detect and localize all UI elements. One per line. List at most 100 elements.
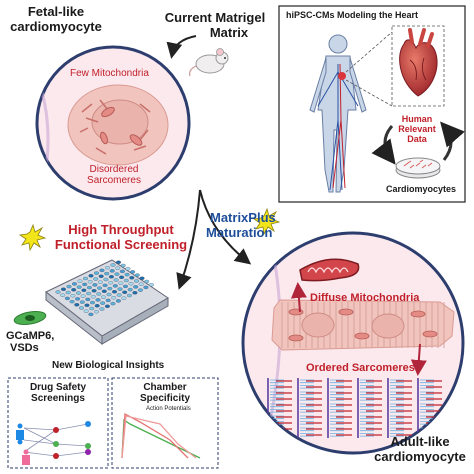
mitochondrion-icon <box>100 106 143 146</box>
well <box>76 285 82 289</box>
well <box>123 284 128 289</box>
human-relevant-line3: Data <box>407 134 427 144</box>
sarcomere-unit <box>327 390 352 402</box>
gcamp-line2: VSDs <box>10 342 39 354</box>
well <box>116 260 121 264</box>
well <box>127 287 133 292</box>
well <box>94 304 100 308</box>
well <box>87 280 93 284</box>
well <box>90 295 96 299</box>
human-body-icon <box>309 34 367 193</box>
sarcomere-unit <box>327 402 352 414</box>
well <box>96 292 102 296</box>
fetal-label: Fetal-like cardiomyocyte <box>4 4 108 34</box>
heart-icon <box>399 28 438 97</box>
current-matrix-line1: Current Matrigel <box>164 10 266 25</box>
well <box>117 287 123 291</box>
green-cell-icon <box>13 310 47 326</box>
well <box>126 293 132 298</box>
drug-safety-line1: Drug Safety <box>29 382 87 393</box>
sarcomere-unit <box>297 378 322 390</box>
well <box>105 266 110 270</box>
chamber-label: Chamber Specificity <box>114 382 216 404</box>
sarcomere-unit <box>297 390 322 402</box>
chamber-box <box>111 377 219 469</box>
well <box>86 291 92 296</box>
well <box>132 291 138 295</box>
well <box>60 293 66 297</box>
well <box>99 307 105 311</box>
well <box>88 312 94 317</box>
well <box>139 276 145 280</box>
fetal-cell-circle <box>35 45 191 201</box>
sarcomere-unit <box>297 414 322 426</box>
well <box>137 288 143 292</box>
well <box>79 300 85 304</box>
drug-network-graphic <box>16 421 91 465</box>
human-relevant-line1: Human <box>401 114 433 124</box>
well <box>109 269 115 273</box>
well <box>83 276 88 281</box>
disordered-sarcomeres-label: Disordered Sarcomeres <box>82 164 146 186</box>
current-matrix-line2: Matrix <box>209 25 249 40</box>
well <box>95 298 101 302</box>
current-matrix-label: Current Matrigel Matrix <box>160 10 270 40</box>
well <box>102 283 108 288</box>
chamber-line1: Chamber <box>143 382 187 393</box>
well <box>124 272 130 277</box>
diffuse-mitochondria-label: Diffuse Mitochondria <box>310 292 420 304</box>
well <box>97 286 103 290</box>
well <box>81 288 87 292</box>
well <box>122 290 128 294</box>
well <box>84 303 90 307</box>
well <box>74 303 80 307</box>
sarcomere-unit <box>357 414 382 426</box>
well <box>125 267 131 271</box>
sarcomere-unit <box>267 402 292 414</box>
well <box>98 274 104 278</box>
fetal-label-line2: cardiomyocyte <box>10 19 102 34</box>
adult-line1: Adult-like <box>390 434 450 449</box>
high-throughput-line1: High Throughput <box>68 222 174 237</box>
sarcomere-unit <box>327 426 352 438</box>
well <box>97 280 103 284</box>
well <box>75 297 81 301</box>
well <box>93 310 99 314</box>
ordered-sarcomeres-label: Ordered Sarcomeres <box>306 362 415 374</box>
well <box>88 274 94 278</box>
well <box>101 295 106 299</box>
well <box>69 299 75 304</box>
adult-label: Adult-like cardiomyocyte <box>370 434 470 464</box>
burst-icon <box>252 207 281 236</box>
well <box>114 272 120 276</box>
well <box>113 278 119 282</box>
sarcomere-unit <box>387 402 412 414</box>
well <box>133 285 139 289</box>
new-insights-label: New Biological Insights <box>52 360 165 371</box>
maturation-arrow <box>199 189 252 265</box>
well <box>121 296 127 300</box>
cardiomyocytes-label: Cardiomyocytes <box>386 184 457 194</box>
burst-icon <box>18 223 47 252</box>
well <box>94 271 99 275</box>
sarcomere-unit <box>357 426 382 438</box>
drug-safety-label: Drug Safety Screenings <box>10 382 106 404</box>
disordered-sarcomeres <box>79 99 151 155</box>
well <box>115 299 121 303</box>
disordered-line2: Sarcomeres <box>87 175 141 186</box>
sarcomere-unit <box>387 390 412 402</box>
well <box>106 292 112 297</box>
sarcomere-unit <box>357 378 382 390</box>
well <box>101 289 107 293</box>
well <box>107 286 113 291</box>
well <box>112 290 117 294</box>
well <box>123 278 129 283</box>
well <box>75 291 81 295</box>
few-mitochondria-label: Few Mitochondria <box>70 68 149 79</box>
screening-arrow <box>176 189 201 290</box>
well <box>85 297 91 302</box>
well <box>143 285 149 290</box>
well <box>77 279 83 283</box>
drug-safety-box <box>7 377 109 469</box>
